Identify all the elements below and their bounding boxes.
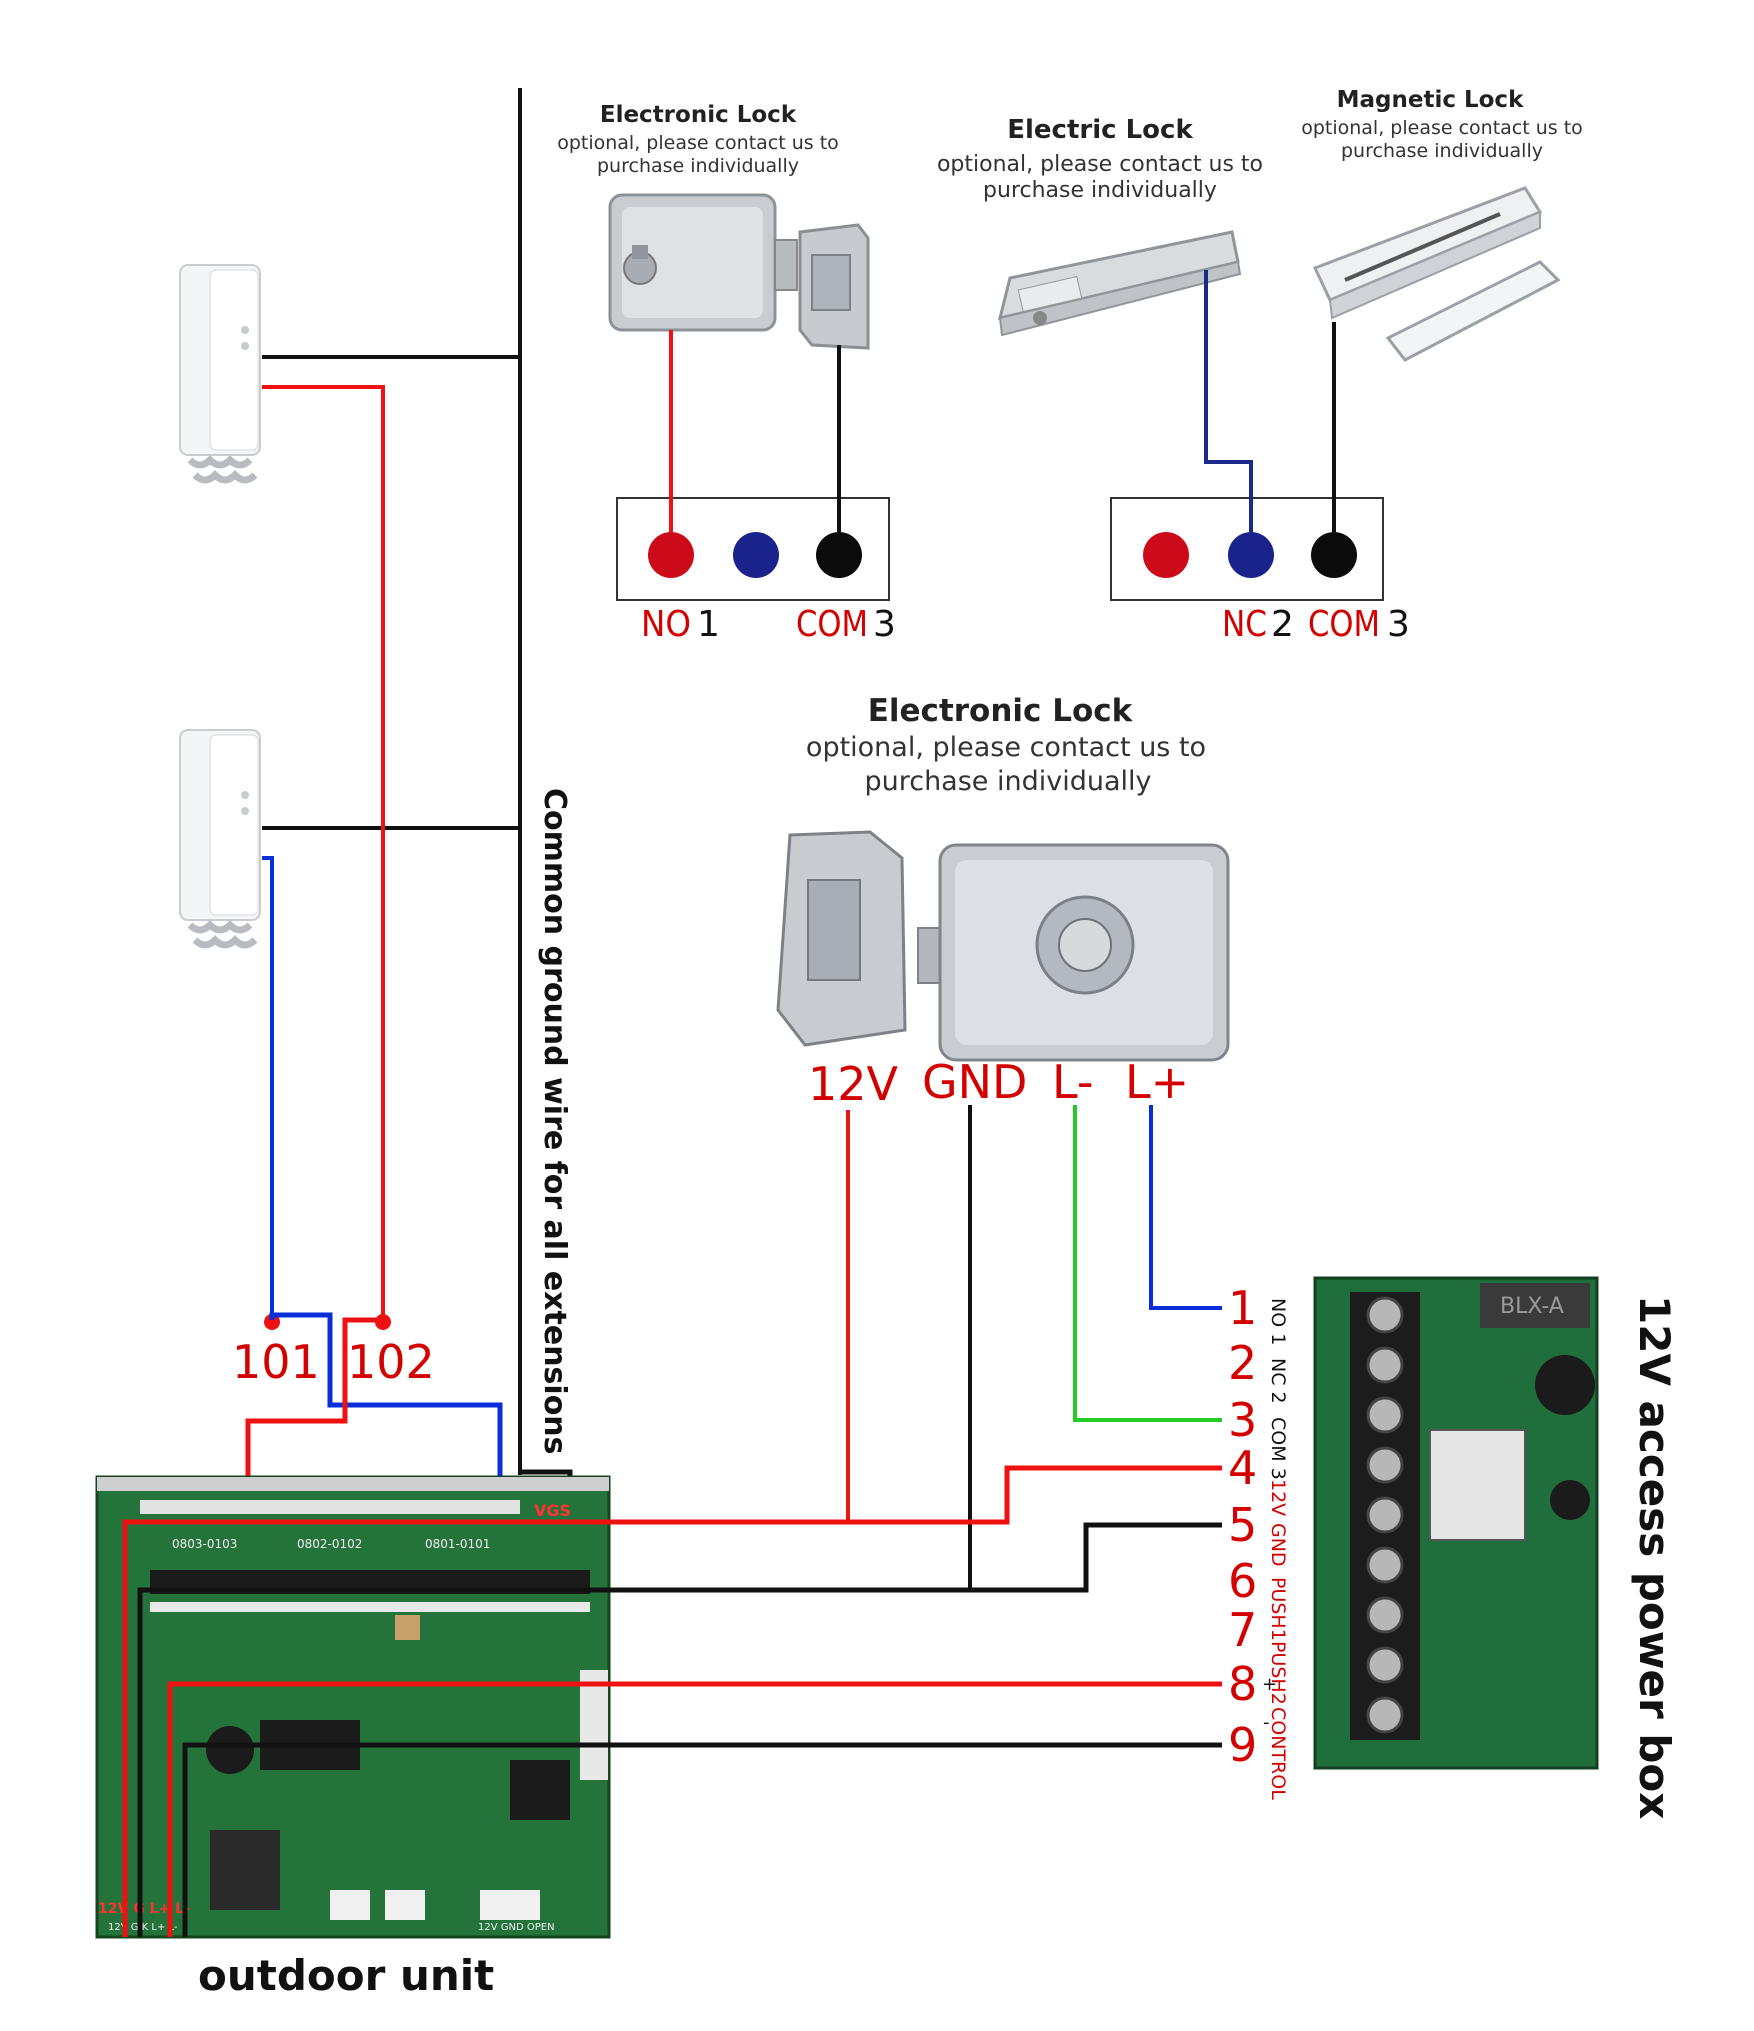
screw-terminal-6 <box>1366 1546 1404 1584</box>
electronic-lock-top-note-1: optional, please contact us to <box>557 132 839 154</box>
outdoor-open-silk: 12V GND OPEN <box>478 1922 555 1933</box>
screw-terminal-3 <box>1366 1396 1404 1434</box>
magnetic-lock-note-2: purchase individually <box>1341 140 1543 162</box>
power-box-label-6: PUSH1 <box>1267 1577 1289 1641</box>
outdoor-vgs-label: VGS <box>534 1501 571 1520</box>
ground-and-extension-wires <box>262 88 522 1475</box>
electronic-lock-top-note-2: purchase individually <box>597 155 799 177</box>
magnetic-lock-image <box>1312 186 1561 362</box>
terminal-left-no-label: NO <box>641 604 691 645</box>
screw-terminal-2 <box>1366 1346 1404 1384</box>
electronic-lock-top-title: Electronic Lock <box>600 102 797 128</box>
electronic-lock-middle-image <box>776 830 1230 1062</box>
extension-labels: 101 102 <box>232 1314 435 1389</box>
electric-lock-note-1: optional, please contact us to <box>937 152 1263 177</box>
power-box-number-8: 8 <box>1228 1657 1257 1711</box>
power-box-number-2: 2 <box>1228 1336 1257 1390</box>
electronic-lock-top-image <box>608 193 870 350</box>
power-box-number-1: 1 <box>1228 1281 1257 1335</box>
indoor-handset-2 <box>179 729 261 949</box>
electronic-lock-middle-note-2: purchase individually <box>864 766 1151 797</box>
terminal-l-minus-label: L- <box>1052 1055 1093 1109</box>
electronic-lock-middle-note-1: optional, please contact us to <box>806 732 1206 763</box>
outdoor-bottom-silk: 12V G K L+ L- <box>108 1922 178 1933</box>
outdoor-silk-range-3: 0801-0101 <box>425 1537 490 1551</box>
power-box-board: BLX-A <box>1313 1276 1599 1770</box>
power-box-label-3: COM 3 <box>1267 1417 1289 1480</box>
electric-lock-note-2: purchase individually <box>983 178 1217 203</box>
power-box-number-4: 4 <box>1228 1441 1257 1495</box>
terminal-box-right: NC 2 COM 3 <box>1110 497 1410 645</box>
outdoor-silk-range-2: 0802-0102 <box>297 1537 362 1551</box>
terminal-box-left: NO 1 COM 3 <box>616 497 896 645</box>
power-box-number-3: 3 <box>1228 1393 1257 1447</box>
terminal-12v-label: 12V <box>808 1057 899 1111</box>
terminal-right-nc-num: 2 <box>1271 604 1294 645</box>
indoor-handset-1 <box>179 264 261 484</box>
power-box-label-1: NO 1 <box>1267 1298 1289 1345</box>
power-box-screw-terminals <box>1366 1296 1404 1734</box>
power-box-module-text: BLX-A <box>1500 1294 1564 1319</box>
terminal-l-plus-label: L+ <box>1125 1055 1189 1109</box>
electric-lock-header: Electric Lock optional, please contact u… <box>937 115 1263 203</box>
magnetic-lock-header: Magnetic Lock optional, please contact u… <box>1301 87 1583 162</box>
terminal-gnd-label: GND <box>922 1055 1027 1109</box>
terminal-left-no-num: 1 <box>697 604 720 645</box>
screw-terminal-4 <box>1366 1446 1404 1484</box>
power-box-number-9: 9 <box>1228 1718 1257 1772</box>
electric-lock-image <box>997 230 1242 337</box>
terminal-left-com-label: COM <box>796 604 868 645</box>
magnetic-lock-title: Magnetic Lock <box>1337 87 1524 113</box>
electric-lock-title: Electric Lock <box>1007 115 1193 145</box>
magnetic-lock-note-1: optional, please contact us to <box>1301 117 1583 139</box>
terminal-right-com-label: COM <box>1308 604 1380 645</box>
screw-terminal-1 <box>1366 1296 1404 1334</box>
screw-terminal-5 <box>1366 1496 1404 1534</box>
electronic-lock-middle-title: Electronic Lock <box>868 693 1134 729</box>
screw-terminal-9 <box>1366 1696 1404 1734</box>
power-box-number-7: 7 <box>1228 1603 1257 1657</box>
electronic-lock-middle-terminals: 12V GND L- L+ <box>808 1055 1189 1111</box>
power-box-label-7: PUSH2 <box>1267 1641 1289 1705</box>
screw-terminal-7 <box>1366 1596 1404 1634</box>
outdoor-silk-range-1: 0803-0103 <box>172 1537 237 1551</box>
power-box-minus-sign: - <box>1263 1712 1270 1733</box>
power-box-label-8: CONTROL <box>1267 1707 1289 1800</box>
terminal-right-nc-label: NC <box>1222 604 1267 645</box>
power-box-number-6: 6 <box>1228 1554 1257 1608</box>
terminal-right-com-num: 3 <box>1387 604 1410 645</box>
outdoor-unit-board: 0803-0103 0802-0102 0801-0101 12V GND OP… <box>95 1475 611 1939</box>
extension-102-label: 102 <box>347 1335 435 1389</box>
terminal-left-com-num: 3 <box>873 604 896 645</box>
outdoor-bottom-terminals: 12V G L+ L- <box>98 1901 190 1917</box>
power-box-number-5: 5 <box>1228 1498 1257 1552</box>
common-ground-label: Common ground wire for all extensions <box>537 788 572 1455</box>
screw-terminal-8 <box>1366 1646 1404 1684</box>
extension-101-label: 101 <box>232 1335 320 1389</box>
electronic-lock-top-header: Electronic Lock optional, please contact… <box>557 102 839 177</box>
power-box-label-4: 12V <box>1267 1479 1289 1516</box>
power-box-label-2: NC 2 <box>1267 1358 1289 1404</box>
electronic-lock-middle-header: Electronic Lock optional, please contact… <box>782 692 1206 810</box>
power-box-label-5: GND <box>1267 1523 1289 1567</box>
power-wiring <box>122 1105 1222 1937</box>
outdoor-unit-label: outdoor unit <box>198 1951 494 2000</box>
power-box-title: 12V access power box <box>1630 1295 1679 1819</box>
top-lock-wires <box>669 270 1336 532</box>
power-box-plus-sign: + <box>1262 1674 1277 1695</box>
